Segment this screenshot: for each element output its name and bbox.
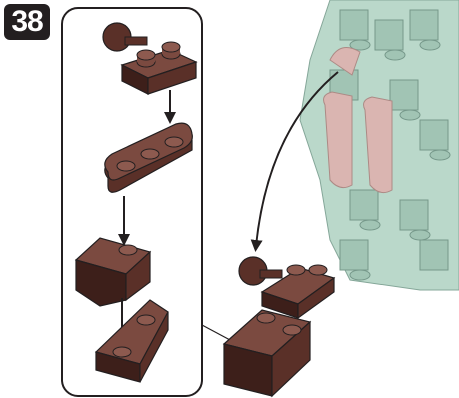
assembled-submodel (222, 256, 336, 398)
part-3-slope-brick (74, 237, 152, 307)
background-model (299, 0, 459, 291)
curved-placement-arrow (250, 71, 339, 252)
step-number: 38 (11, 5, 43, 38)
step-number-badge: 38 (4, 4, 50, 40)
part-1-plate-with-knob (102, 22, 198, 95)
part-4-angled-plate (94, 299, 169, 383)
part-2-rounded-plate (104, 122, 193, 193)
